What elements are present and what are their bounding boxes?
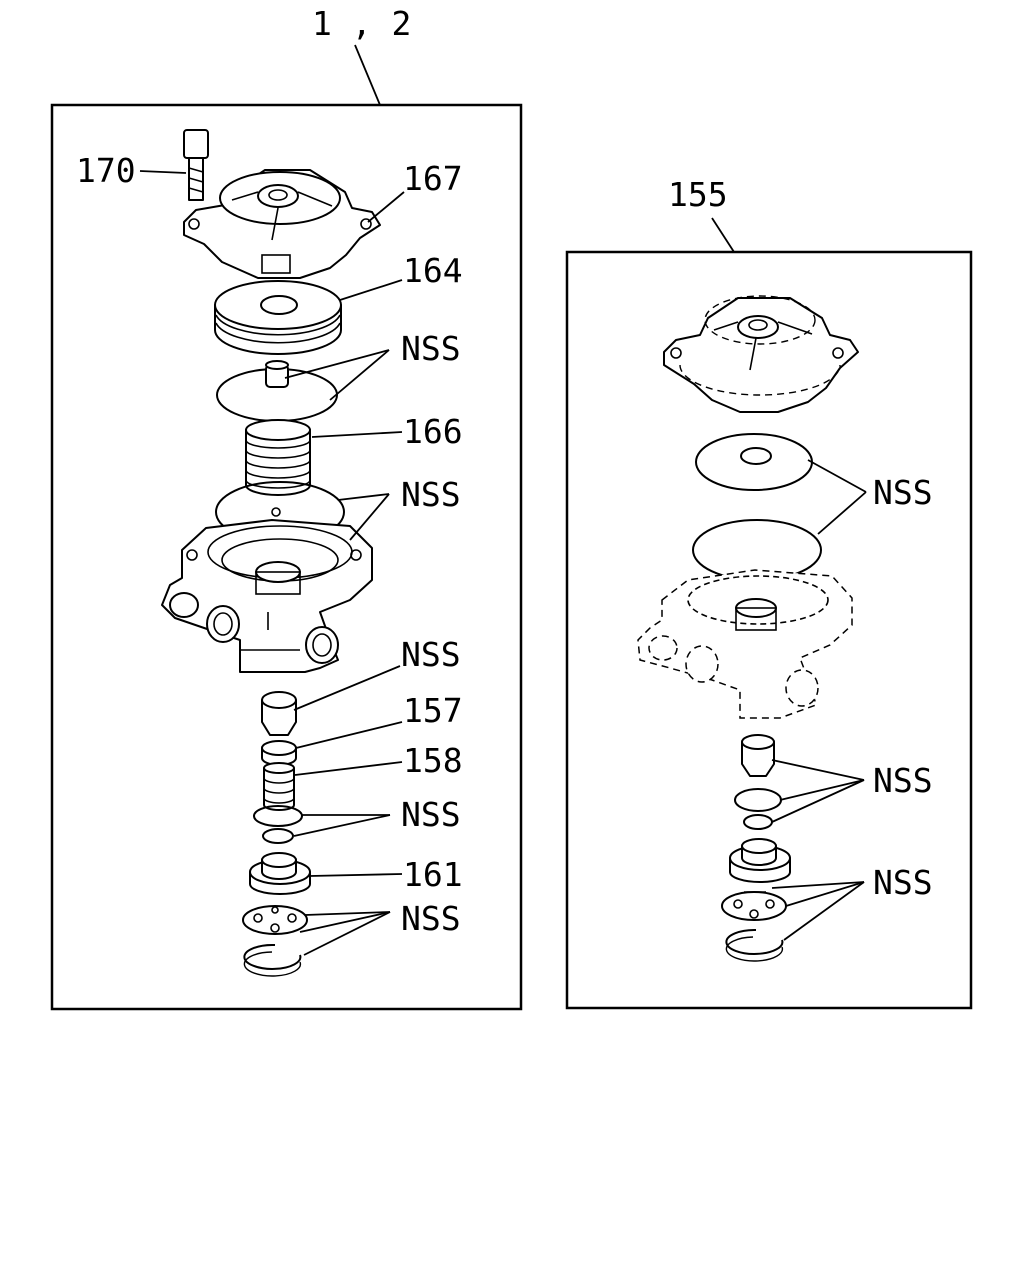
piston-164 [214,280,342,355]
assembly-frame [50,103,523,1011]
kit-o-ring-large [734,788,782,812]
callout-170: 170 [76,151,136,190]
kit-label: 155 [668,175,728,214]
callout-164: 164 [403,251,463,290]
retainer-161 [249,852,311,895]
diaphragm-nss [216,360,338,422]
washer-nss [242,905,308,935]
kit-diaphragm-nss [695,433,813,491]
callout-nss-4: NSS [401,795,461,834]
assembly-label: 1 , 2 [312,4,411,43]
phantom-body [637,569,853,719]
callout-nss-2: NSS [401,475,461,514]
phantom-retainer [729,838,791,883]
valve-body [161,507,373,673]
spring-158 [263,762,295,811]
kit-washer-nss [721,891,787,921]
kit-callout-nss-3: NSS [873,863,933,902]
o-ring-nss-small [262,828,294,844]
snap-ring-nss [243,943,302,970]
service-kit-frame [565,250,973,1010]
cover-167 [183,169,381,279]
kit-o-ring-small [743,814,773,830]
spring-166 [245,419,311,496]
callout-nss-3: NSS [401,635,461,674]
bolt-170 [183,129,209,201]
callout-167: 167 [403,159,463,198]
assembly-leader [354,44,381,106]
callout-nss-1: NSS [401,329,461,368]
callout-nss-5: NSS [401,899,461,938]
callout-161: 161 [403,855,463,894]
sleeve-nss [261,691,297,736]
phantom-cover [663,295,859,413]
callout-158: 158 [403,741,463,780]
valve-157 [261,740,297,766]
kit-callout-nss-2: NSS [873,761,933,800]
kit-leader [711,217,735,253]
kit-sleeve-nss [741,734,775,777]
callout-157: 157 [403,691,463,730]
assembly-panel: 1 , 2 [50,4,523,1011]
o-ring-nss-large [253,805,303,827]
kit-snap-ring-nss [725,928,784,955]
service-kit-panel: 155 [565,175,973,1010]
callout-166: 166 [403,412,463,451]
kit-callout-nss-1: NSS [873,473,933,512]
